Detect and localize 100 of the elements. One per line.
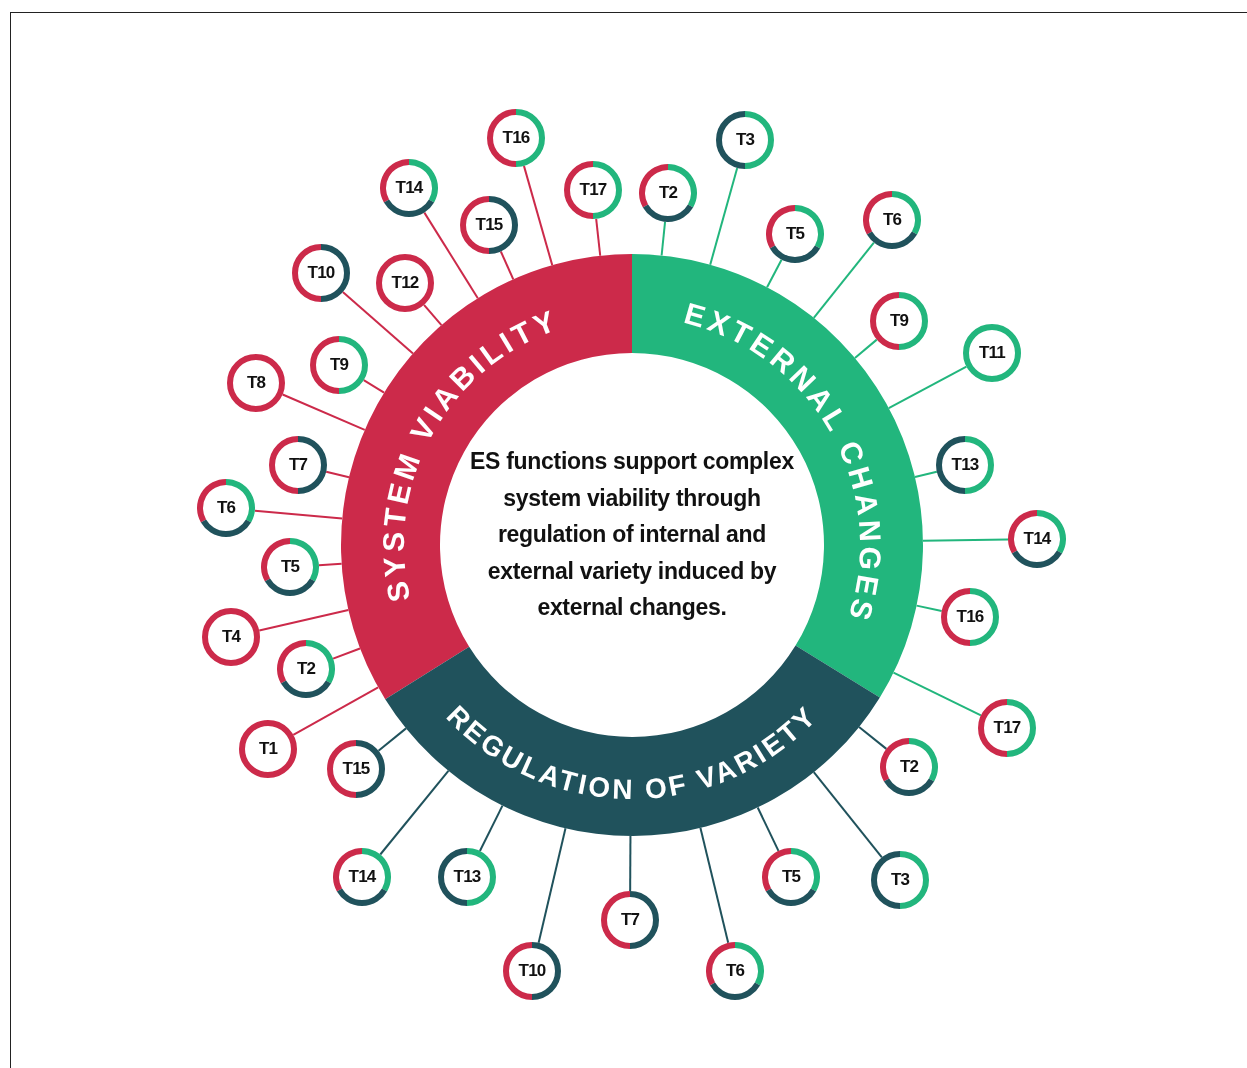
- topic-label: T15: [342, 759, 370, 779]
- connector-line: [258, 609, 350, 632]
- topic-circle: [503, 942, 561, 1000]
- connector-line: [892, 671, 982, 717]
- connector-line: [281, 393, 366, 431]
- connector-line: [812, 771, 883, 859]
- topic-circle: [438, 848, 496, 906]
- connector-line: [292, 686, 380, 736]
- topic-circle: [936, 436, 994, 494]
- topic-label: T3: [890, 870, 910, 890]
- topic-circle: [380, 159, 438, 217]
- topic-label: T2: [899, 757, 919, 777]
- connector-line: [478, 804, 504, 853]
- topic-circle: [1008, 510, 1066, 568]
- connector-line: [921, 538, 1009, 542]
- connector-line: [317, 562, 343, 567]
- connector-line: [756, 806, 780, 852]
- connector-line: [325, 470, 350, 479]
- topic-circle: [601, 891, 659, 949]
- connector-line: [629, 835, 632, 892]
- topic-label: T9: [329, 355, 349, 375]
- connector-line: [699, 826, 730, 944]
- topic-circle: [376, 254, 434, 312]
- topic-label: T7: [620, 910, 640, 930]
- topic-circle: [310, 336, 368, 394]
- topic-label: T2: [296, 659, 316, 679]
- topic-circle: [227, 354, 285, 412]
- topic-label: T8: [246, 373, 266, 393]
- topic-circle: [564, 161, 622, 219]
- topic-label: T4: [221, 627, 241, 647]
- topic-label: T14: [1023, 529, 1051, 549]
- topic-label: T1: [258, 739, 278, 759]
- connector-line: [812, 241, 875, 319]
- topic-label: T2: [658, 183, 678, 203]
- connector-line: [341, 291, 414, 355]
- topic-label: T6: [725, 961, 745, 981]
- connector-line: [499, 250, 515, 281]
- topic-label: T10: [307, 263, 335, 283]
- connector-line: [377, 727, 408, 752]
- connector-line: [379, 769, 450, 856]
- topic-label: T14: [348, 867, 376, 887]
- topic-circle: [871, 851, 929, 909]
- connector-line: [858, 726, 888, 750]
- ring-segment: [385, 645, 880, 836]
- topic-label: T12: [391, 273, 419, 293]
- topic-label: T11: [979, 343, 1005, 363]
- connector-line: [660, 220, 667, 257]
- topic-circle: [269, 436, 327, 494]
- topic-circle: [978, 699, 1036, 757]
- topic-circle: [327, 740, 385, 798]
- topic-label: T5: [781, 867, 801, 887]
- topic-circle: [197, 479, 255, 537]
- topic-circle: [292, 244, 350, 302]
- topic-label: T6: [216, 498, 236, 518]
- connector-line: [595, 217, 602, 257]
- connector-line: [915, 604, 943, 612]
- topic-label: T3: [735, 130, 755, 150]
- topic-circle: [639, 164, 697, 222]
- connector-line: [887, 365, 968, 410]
- connector-line: [423, 303, 443, 327]
- topic-label: T16: [502, 128, 530, 148]
- topic-label: T6: [882, 210, 902, 230]
- topic-label: T5: [785, 224, 805, 244]
- topic-label: T7: [288, 455, 308, 475]
- topic-circle: [277, 640, 335, 698]
- topic-label: T9: [889, 311, 909, 331]
- connector-line: [362, 379, 386, 394]
- topic-circle: [333, 848, 391, 906]
- connector-line: [853, 338, 878, 359]
- topic-circle: [863, 191, 921, 249]
- connector-line: [522, 164, 554, 267]
- topic-circle: [963, 324, 1021, 382]
- topic-label: T15: [475, 215, 503, 235]
- topic-label: T5: [280, 557, 300, 577]
- topic-circle: [870, 292, 928, 350]
- topic-circle: [716, 111, 774, 169]
- topic-circle: [487, 109, 545, 167]
- topic-circle: [762, 848, 820, 906]
- topic-label: T14: [395, 178, 423, 198]
- topic-label: T13: [453, 867, 481, 887]
- topic-circle: [261, 538, 319, 596]
- topic-circle: [766, 205, 824, 263]
- connector-line: [913, 470, 938, 478]
- connector-line: [709, 166, 739, 266]
- connector-line: [332, 647, 361, 660]
- topic-label: T17: [993, 718, 1021, 738]
- center-text: ES functions support complex system viability through regulation of internal and external variety induced by external changes.: [462, 443, 802, 626]
- topic-label: T17: [579, 180, 607, 200]
- connector-line: [423, 211, 479, 300]
- topic-label: T16: [956, 607, 984, 627]
- connector-line: [253, 509, 344, 520]
- connector-line: [537, 827, 567, 944]
- topic-label: T10: [518, 961, 546, 981]
- topic-circle: [880, 738, 938, 796]
- topic-circle: [239, 720, 297, 778]
- topic-circle: [202, 608, 260, 666]
- topic-circle: [460, 196, 518, 254]
- topic-label: T13: [951, 455, 979, 475]
- topic-circle: [941, 588, 999, 646]
- connector-line: [766, 258, 783, 289]
